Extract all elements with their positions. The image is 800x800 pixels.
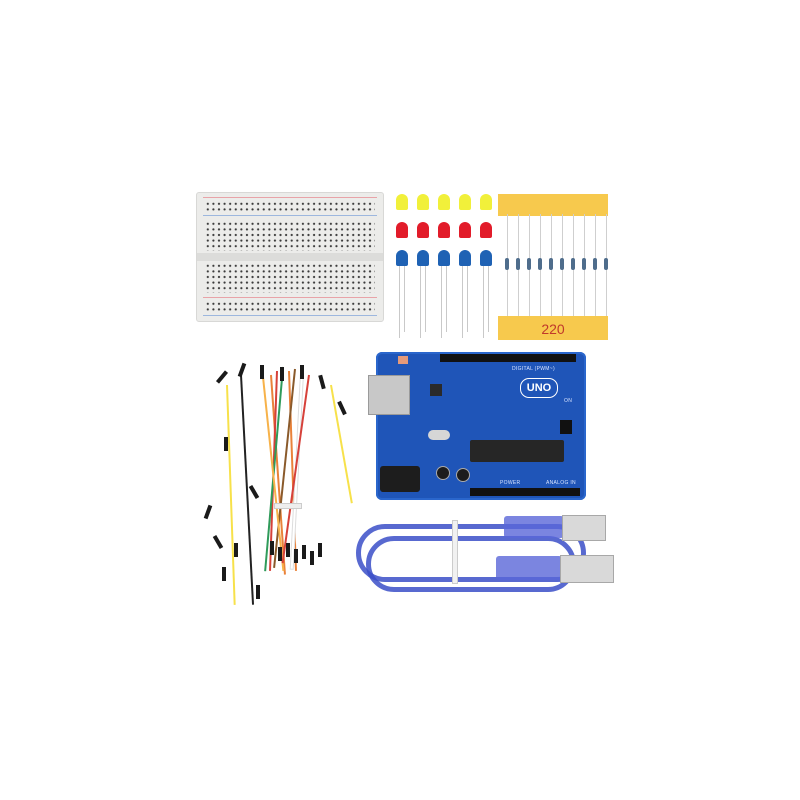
jumper-wire-bundle: [200, 345, 360, 615]
led-blue: [459, 250, 471, 266]
resistor: [604, 258, 608, 270]
digital-silkscreen: DIGITAL (PWM~): [512, 366, 555, 372]
resistor: [549, 258, 553, 270]
led-yellow: [480, 194, 492, 210]
resistor: [505, 258, 509, 270]
usb-b-port: [368, 375, 410, 415]
breadboard-rail-blue-top: [203, 215, 377, 216]
led-blue: [396, 250, 408, 266]
breadboard-power-holes-top: [205, 201, 375, 213]
breadboard-power-holes-bottom: [205, 301, 375, 313]
led-yellow: [396, 194, 408, 210]
led-red: [438, 222, 450, 238]
resistor: [560, 258, 564, 270]
led-red: [459, 222, 471, 238]
resistor: [571, 258, 575, 270]
led-yellow: [459, 194, 471, 210]
capacitor: [436, 466, 450, 480]
capacitor: [456, 468, 470, 482]
usb-a-plug: [560, 555, 614, 583]
led-red: [417, 222, 429, 238]
resistor-tape-bottom: [498, 316, 608, 340]
atmega-chip: [470, 440, 564, 462]
on-led-silkscreen: ON: [564, 398, 573, 404]
usb-a-plug-housing: [496, 556, 562, 580]
usb-b-plug: [562, 515, 606, 541]
led-red: [480, 222, 492, 238]
led-blue: [480, 250, 492, 266]
breadboard: [196, 192, 384, 322]
breadboard-terminal-holes-top: [205, 221, 375, 251]
led-red: [396, 222, 408, 238]
resistor: [582, 258, 586, 270]
led-blue: [438, 250, 450, 266]
usb-cable-loop: [356, 524, 586, 582]
breadboard-rail-red-top: [203, 197, 377, 198]
led-blue: [417, 250, 429, 266]
power-analog-header: [470, 488, 580, 496]
led-yellow: [438, 194, 450, 210]
resistor-tape-top: [498, 194, 608, 216]
resistor-value-label: 220: [541, 321, 565, 337]
breadboard-center-channel: [197, 253, 383, 261]
breadboard-rail-blue-bottom: [203, 315, 377, 316]
voltage-regulator: [430, 384, 442, 396]
wire-tie: [274, 503, 302, 509]
resistor: [516, 258, 520, 270]
reset-button: [398, 356, 408, 364]
usb-b-plug-housing: [504, 516, 564, 538]
cable-tie: [452, 520, 458, 584]
analog-silkscreen: ANALOG IN: [546, 480, 576, 486]
power-silkscreen: POWER: [500, 480, 521, 486]
led-yellow: [417, 194, 429, 210]
resistor: [538, 258, 542, 270]
uno-logo: UNO: [520, 378, 558, 398]
crystal-oscillator: [428, 430, 450, 440]
resistor: [527, 258, 531, 270]
resistor: [593, 258, 597, 270]
icsp-header: [560, 420, 572, 434]
dc-power-jack: [380, 466, 420, 492]
breadboard-terminal-holes-bottom: [205, 263, 375, 293]
breadboard-rail-red-bottom: [203, 297, 377, 298]
led-group: [396, 190, 496, 340]
digital-header: [440, 354, 576, 362]
